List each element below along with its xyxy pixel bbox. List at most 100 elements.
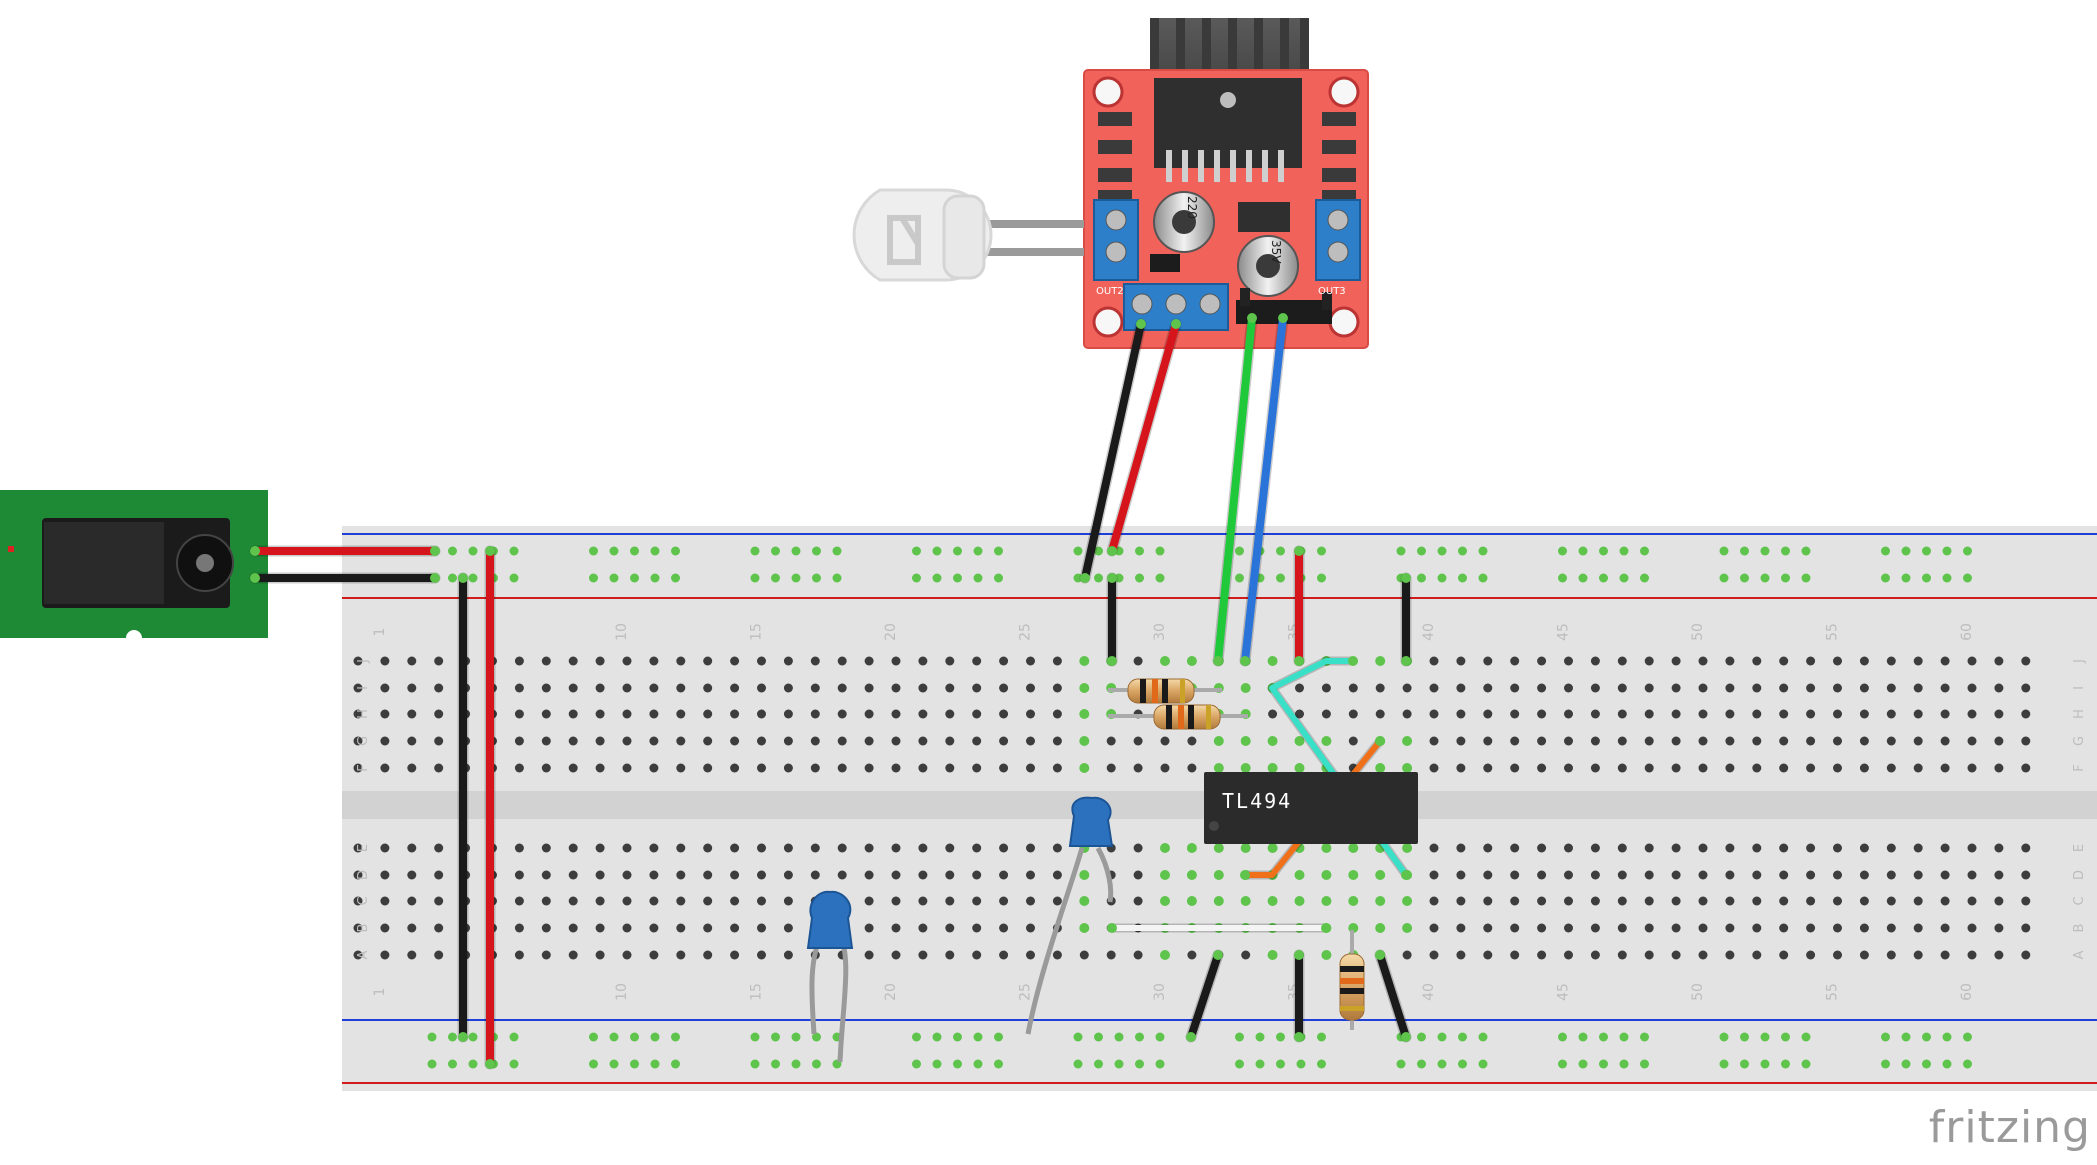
rail-hole	[750, 1059, 760, 1069]
breadboard-hole	[434, 950, 444, 960]
breadboard-hole	[1994, 763, 2004, 773]
breadboard-hole	[568, 870, 578, 880]
breadboard-hole	[568, 709, 578, 719]
breadboard-hole	[1913, 923, 1923, 933]
rail-hole	[1235, 573, 1244, 583]
breadboard-hole	[1833, 709, 1842, 719]
breadboard-hole	[1026, 896, 1035, 906]
breadboard-hole	[568, 736, 578, 746]
breadboard-hole	[1886, 950, 1896, 960]
rail-hole	[1094, 573, 1103, 583]
breadboard-hole	[1537, 683, 1547, 693]
breadboard-hole	[783, 896, 793, 906]
breadboard-hole	[1483, 843, 1493, 853]
breadboard-hole	[407, 896, 417, 906]
breadboard-hole	[568, 683, 578, 693]
column-number: 20	[883, 623, 899, 641]
breadboard-hole	[945, 843, 955, 853]
breadboard-hole	[1779, 736, 1789, 746]
breadboard-hole	[676, 736, 686, 746]
rail-hole	[1740, 546, 1749, 556]
breadboard-hole	[568, 896, 578, 906]
breadboard-hole	[810, 843, 820, 853]
rail-hole	[1801, 546, 1811, 556]
wire-bottom-ground-2-end	[1294, 1032, 1304, 1042]
ic-mount-hole	[1220, 92, 1236, 108]
breadboard-hole	[1940, 950, 1950, 960]
breadboard-hole	[837, 843, 847, 853]
breadboard-hole	[434, 843, 444, 853]
rail-hole	[509, 573, 519, 583]
breadboard-hole	[1940, 683, 1950, 693]
breadboard-hole-connected	[1079, 709, 1090, 719]
rail-hole	[1558, 1032, 1567, 1042]
breadboard-hole	[1859, 656, 1869, 666]
rail-hole	[1760, 573, 1770, 583]
breadboard-hole	[1402, 683, 1412, 693]
breadboard-hole	[1483, 923, 1493, 933]
breadboard-hole	[945, 870, 955, 880]
breadboard-hole	[1940, 870, 1950, 880]
breadboard-hole	[999, 763, 1009, 773]
rail-hole	[912, 546, 921, 556]
breadboard-hole	[1429, 709, 1439, 719]
wire-jack-positive-end	[250, 546, 260, 556]
rail-hole	[932, 573, 942, 583]
breadboard-hole	[1752, 923, 1762, 933]
breadboard-hole	[2021, 923, 2031, 933]
breadboard-hole	[595, 736, 605, 746]
rail-hole	[1719, 546, 1729, 556]
breadboard-hole	[595, 656, 605, 666]
row-letter: E	[356, 844, 371, 852]
rail-hole	[650, 546, 660, 556]
breadboard-hole	[1806, 870, 1816, 880]
breadboard-hole	[1671, 896, 1681, 906]
rail-hole	[1740, 1059, 1749, 1069]
wire-driver-ground-end	[1080, 573, 1090, 583]
rail-hole	[1640, 1059, 1649, 1069]
rail-hole	[468, 1032, 478, 1042]
breadboard-hole-connected	[1294, 736, 1305, 746]
breadboard-hole	[703, 950, 713, 960]
breadboard-hole	[945, 736, 955, 746]
breadboard-hole	[1806, 709, 1816, 719]
driver-regulator	[1238, 202, 1290, 232]
wire-ground-jumper-end	[458, 1032, 468, 1042]
breadboard-hole	[810, 763, 820, 773]
rail-hole	[427, 1032, 437, 1042]
breadboard-hole	[1268, 709, 1278, 719]
wire-ground-jumper-end	[458, 573, 468, 583]
breadboard-hole	[864, 896, 874, 906]
breadboard-hole-connected	[1213, 870, 1224, 880]
breadboard-hole	[407, 923, 417, 933]
breadboard-hole	[1052, 870, 1062, 880]
row-letter: E	[2072, 844, 2087, 852]
breadboard-hole	[407, 683, 417, 693]
breadboard-hole	[1698, 843, 1708, 853]
rail-hole	[1478, 573, 1488, 583]
rail-hole	[1135, 1032, 1144, 1042]
rail-hole	[1317, 1059, 1326, 1069]
row-letter: B	[2072, 924, 2087, 933]
rail-hole	[1094, 1059, 1103, 1069]
breadboard-hole	[514, 843, 524, 853]
breadboard-hole	[999, 870, 1009, 880]
tl494-chip: TL494	[1204, 772, 1418, 844]
breadboard-hole	[1779, 709, 1789, 719]
breadboard-hole	[1994, 709, 2004, 719]
rail-hole	[671, 1059, 680, 1069]
led-lead-1	[980, 220, 1084, 228]
breadboard-hole	[595, 923, 605, 933]
breadboard-hole	[380, 736, 390, 746]
breadboard-hole	[622, 896, 632, 906]
rail-hole	[953, 1059, 962, 1069]
rail-hole	[771, 546, 780, 556]
rail-hole	[1801, 1032, 1811, 1042]
breadboard-hole	[1456, 656, 1466, 666]
breadboard-hole	[1026, 736, 1035, 746]
breadboard-hole	[1644, 950, 1654, 960]
breadboard-hole-connected	[1294, 870, 1305, 880]
breadboard-hole	[1537, 843, 1547, 853]
